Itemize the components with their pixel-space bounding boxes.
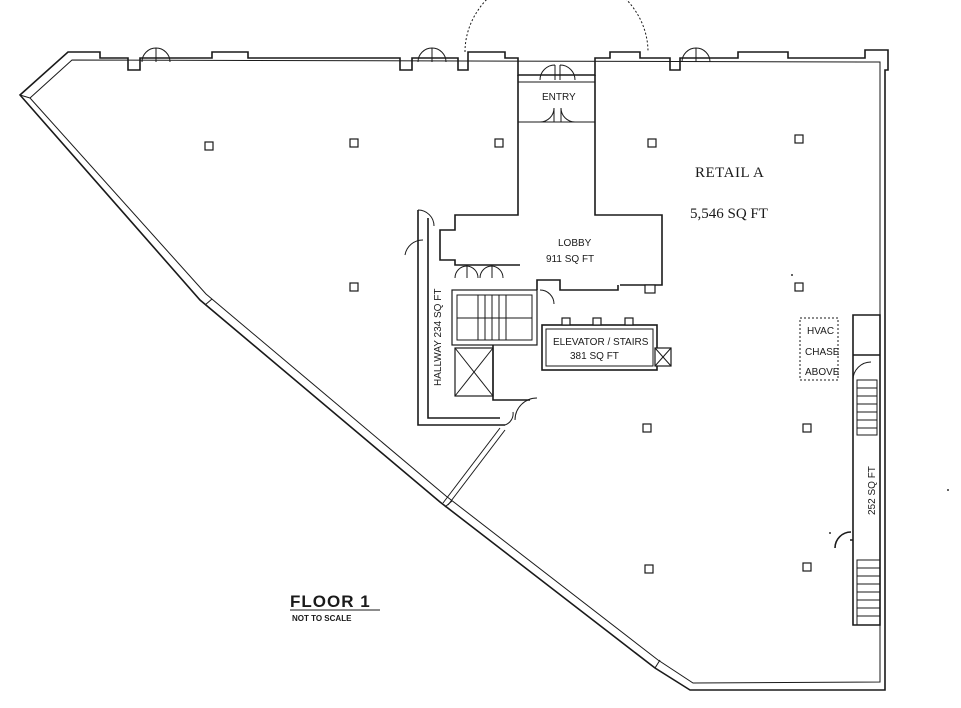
retail-area: 5,546 SQ FT [690,206,768,222]
facade-doors [141,47,711,63]
hallway-label: HALLWAY 234 SQ FT [433,289,444,386]
hvac-label-1: HVAC [807,326,834,337]
lobby-doors [454,265,555,305]
floor-title: FLOOR 1 [290,592,371,611]
scan-specks [791,274,949,534]
structural-columns [204,134,812,574]
floor-note: NOT TO SCALE [292,614,352,623]
entry-label: ENTRY [542,92,576,103]
lobby-name: LOBBY [558,238,592,249]
hvac-label-2: CHASE [805,347,840,358]
entry-canopy-arc [464,0,649,53]
elevator-name: ELEVATOR / STAIRS [553,337,649,348]
side-area-label: 252 SQ FT [867,466,878,515]
elevator-area: 381 SQ FT [570,351,619,362]
hvac-chase: HVAC CHASE ABOVE [799,317,840,381]
stair-core [451,279,619,426]
exterior-wall [18,49,889,691]
side-stair-room [834,314,881,626]
elevator-room [541,284,672,371]
hvac-label-3: ABOVE [805,367,840,378]
diagonal-wall-detail [19,94,661,669]
hallway [404,209,505,426]
diagonal-partition [447,429,506,506]
lobby-area: 911 SQ FT [546,254,594,265]
entry-doors [539,64,576,123]
floor-title-block: FLOOR 1 NOT TO SCALE [290,592,380,623]
retail-name: RETAIL A [695,165,764,181]
